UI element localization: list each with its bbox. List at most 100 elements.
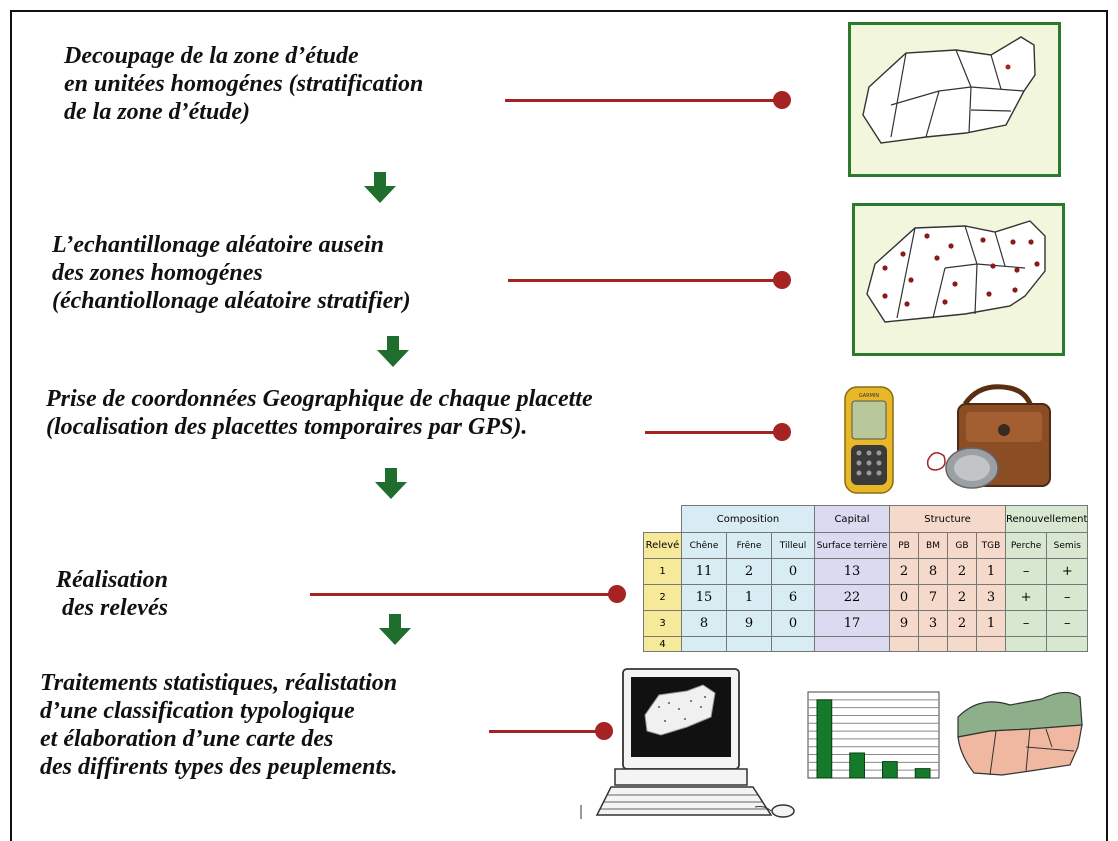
down-arrow-icon	[375, 468, 407, 499]
step-line: en unitées homogénes (stratification	[64, 71, 424, 97]
table-corner	[644, 506, 682, 533]
table-row: 3 8 9 0 17 9 3 2 1 – –	[643, 610, 1089, 637]
table-cell: 9	[889, 610, 919, 637]
table-cell: –	[1004, 558, 1048, 585]
column-header: Surface terrière	[814, 532, 890, 559]
survey-table: Composition Capital Structure Renouvelle…	[643, 505, 1089, 652]
chart-bar	[882, 761, 898, 779]
table-cell: 6	[771, 584, 815, 611]
step-2-text: L’echantillonage aléatoire ausein des zo…	[52, 231, 411, 315]
step-line: de la zone d’étude)	[64, 99, 250, 125]
table-row-partial: 4	[643, 636, 1089, 652]
column-header: BM	[918, 532, 948, 559]
table-cell: 17	[814, 610, 890, 637]
step-line: des relevés	[56, 595, 168, 621]
step-5-text: Traitements statistiques, réalistation d…	[40, 669, 398, 781]
table-cell: 9	[726, 610, 772, 637]
table-cell: 3	[643, 610, 682, 637]
down-arrow-icon	[379, 614, 411, 645]
connector-line-2	[508, 279, 778, 282]
table-cell: 2	[947, 584, 977, 611]
step-1-text: Decoupage de la zone d’étude en unitées …	[64, 42, 423, 126]
step-line: (échantiollonage aléatoire stratifier)	[52, 288, 411, 314]
table-cell: +	[1046, 558, 1089, 585]
group-header: Composition	[681, 505, 815, 533]
connector-line-3	[645, 431, 778, 434]
step-3-text: Prise de coordonnées Geographique de cha…	[46, 385, 593, 441]
step-line: des diffirents types des peuplements.	[40, 754, 398, 780]
table-cell: 1	[976, 610, 1006, 637]
table-cell: 22	[814, 584, 890, 611]
connector-dot-3	[773, 423, 791, 441]
figure-frame	[10, 10, 1108, 841]
table-cell: 8	[918, 558, 948, 585]
column-header: Semis	[1046, 532, 1089, 559]
sampling-points-map	[852, 203, 1065, 356]
column-header: Perche	[1004, 532, 1048, 559]
group-header: Structure	[889, 505, 1006, 533]
step-line: Decoupage de la zone d’étude	[64, 43, 359, 69]
compass-case	[926, 384, 1051, 489]
table-cell: 1	[726, 584, 772, 611]
step-line: Réalisation	[56, 567, 169, 593]
group-header: Capital	[814, 505, 890, 533]
stratified-map	[848, 22, 1061, 177]
table-cell: 3	[918, 610, 948, 637]
chart-bar	[849, 752, 865, 779]
table-cell: 0	[889, 584, 919, 611]
table-row: 2 15 1 6 22 0 7 2 3 + –	[643, 584, 1089, 611]
column-header: Tilleul	[771, 532, 815, 559]
connector-dot-1	[773, 91, 791, 109]
step-line: et élaboration d’une carte des	[40, 726, 334, 752]
column-header: Chêne	[681, 532, 727, 559]
step-4-text: Réalisation des relevés	[56, 566, 168, 622]
table-cell: –	[1004, 610, 1048, 637]
step-line: (localisation des placettes tomporaires …	[46, 414, 528, 440]
step-line: d’une classification typologique	[40, 698, 355, 724]
connector-line-4	[310, 593, 615, 596]
table-cell: 2	[726, 558, 772, 585]
gps-brand-label: GARMIN	[859, 393, 880, 399]
table-cell: –	[1046, 584, 1089, 611]
table-row: 1 11 2 0 13 2 8 2 1 – +	[643, 558, 1089, 585]
chart-bar	[914, 768, 931, 779]
connector-dot-2	[773, 271, 791, 289]
typology-map	[957, 691, 1083, 776]
table-cell: 2	[643, 584, 682, 611]
table-cell: 2	[889, 558, 919, 585]
column-header: TGB	[976, 532, 1006, 559]
connector-dot-5	[595, 722, 613, 740]
table-cell: 0	[771, 610, 815, 637]
computer-icon	[580, 668, 795, 819]
chart-bar	[816, 699, 833, 779]
table-cell: 8	[681, 610, 727, 637]
table-cell: –	[1046, 610, 1089, 637]
column-header: GB	[947, 532, 977, 559]
down-arrow-icon	[364, 172, 396, 203]
table-cell: 0	[771, 558, 815, 585]
column-header: Relevé	[643, 532, 682, 559]
table-cell: 1	[976, 558, 1006, 585]
down-arrow-icon	[377, 336, 409, 367]
table-cell: 2	[947, 610, 977, 637]
connector-line-5	[489, 730, 601, 733]
step-line: Traitements statistiques, réalistation	[40, 670, 398, 696]
table-cell: 3	[976, 584, 1006, 611]
gps-device: GARMIN	[844, 386, 894, 494]
table-cell: 11	[681, 558, 727, 585]
table-cell: +	[1004, 584, 1048, 611]
table-cell: 15	[681, 584, 727, 611]
connector-line-1	[505, 99, 780, 102]
column-header: PB	[889, 532, 919, 559]
table-cell: 13	[814, 558, 890, 585]
table-cell: 4	[643, 636, 682, 652]
bar-chart	[807, 691, 940, 779]
column-header: Frêne	[726, 532, 772, 559]
step-line: Prise de coordonnées Geographique de cha…	[46, 386, 593, 412]
group-header: Renouvellement	[1004, 505, 1089, 533]
step-line: L’echantillonage aléatoire ausein	[52, 232, 385, 258]
table-cell: 2	[947, 558, 977, 585]
connector-dot-4	[608, 585, 626, 603]
table-cell: 1	[643, 558, 682, 585]
table-cell: 7	[918, 584, 948, 611]
